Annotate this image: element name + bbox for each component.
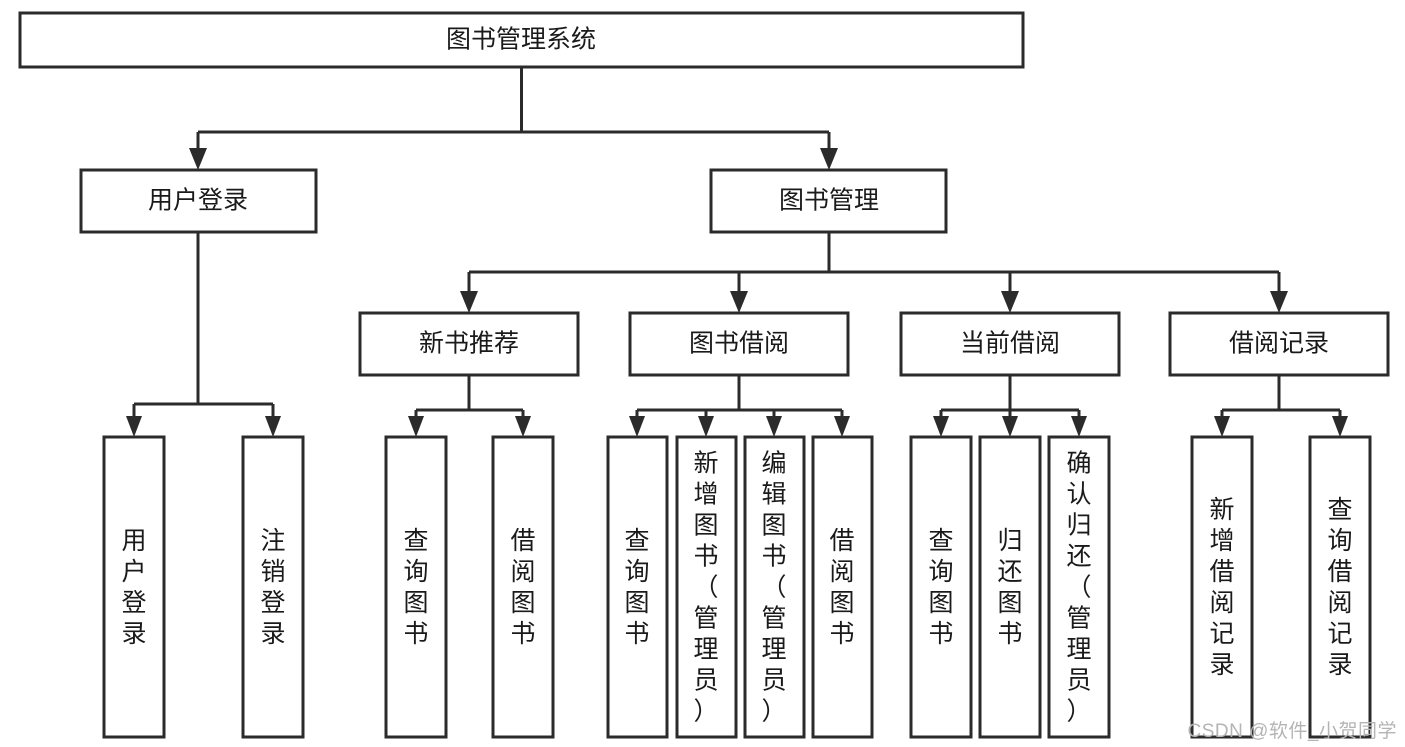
node-leaf12-box[interactable]	[1190, 435, 1254, 739]
node-records-box[interactable]	[1168, 311, 1390, 377]
node-leaf8-box[interactable]	[811, 435, 874, 739]
connector-login-bus	[132, 232, 275, 420]
node-login-box[interactable]	[79, 168, 318, 234]
arrow-borrow-to-leaf5	[629, 416, 645, 437]
arrow-bookmgmt-to-newbook	[460, 291, 478, 313]
node-leaf2-box[interactable]	[241, 435, 305, 739]
node-leaf4-box[interactable]	[491, 435, 555, 739]
arrow-newbook-to-leaf3	[408, 416, 424, 437]
arrow-borrow-to-leaf7	[766, 416, 782, 437]
arrow-records-to-leaf13	[1332, 416, 1348, 437]
node-leaf13[interactable]: 查询借阅记录	[1308, 435, 1372, 739]
connector-records-bus	[1220, 375, 1342, 420]
node-leaf5[interactable]: 查询图书	[606, 435, 669, 739]
connector-newbook-bus	[414, 375, 525, 420]
node-leaf6[interactable]: 新增图书（管理员）	[675, 435, 738, 739]
node-leaf12[interactable]: 新增借阅记录	[1190, 435, 1254, 739]
node-bookmgmt-label: 图书管理	[779, 187, 879, 215]
node-leaf5-label: 查询图书	[624, 527, 649, 648]
node-current-box[interactable]	[899, 311, 1121, 377]
node-leaf8[interactable]: 借阅图书	[811, 435, 874, 739]
node-leaf5-box[interactable]	[606, 435, 669, 739]
arrow-root-to-bookmgmt	[820, 148, 838, 170]
node-leaf9-label: 查询图书	[928, 527, 953, 648]
connector-bookmgmt-bus	[467, 232, 1281, 294]
node-leaf7-label: 编辑图书（管理员）	[761, 450, 786, 726]
node-leaf7-box[interactable]	[743, 435, 806, 739]
connector-borrow-bus	[635, 375, 844, 420]
node-root-label: 图书管理系统	[446, 26, 596, 54]
arrow-bookmgmt-to-current	[1001, 291, 1019, 313]
node-current[interactable]: 当前借阅	[899, 311, 1121, 377]
node-leaf13-label: 查询借阅记录	[1327, 496, 1352, 679]
node-newbook-box[interactable]	[358, 311, 580, 377]
node-leaf13-box[interactable]	[1308, 435, 1372, 739]
arrow-current-to-leaf11	[1071, 416, 1087, 437]
node-records[interactable]: 借阅记录	[1168, 311, 1390, 377]
node-leaf10[interactable]: 归还图书	[978, 435, 1042, 739]
node-newbook[interactable]: 新书推荐	[358, 311, 580, 377]
arrow-root-to-login	[189, 148, 207, 170]
node-leaf6-label: 新增图书（管理员）	[693, 450, 718, 726]
node-leaf1[interactable]: 用户登录	[102, 435, 166, 739]
arrow-login-to-leaf2	[265, 416, 281, 437]
connector-root-bus	[196, 67, 831, 152]
node-current-label: 当前借阅	[960, 330, 1060, 358]
arrow-newbook-to-leaf4	[515, 416, 531, 437]
node-leaf10-label: 归还图书	[997, 527, 1022, 648]
node-leaf9-box[interactable]	[909, 435, 973, 739]
node-records-label: 借阅记录	[1229, 330, 1329, 358]
node-leaf11-label: 确认归还（管理员）	[1066, 450, 1091, 726]
node-leaf4[interactable]: 借阅图书	[491, 435, 555, 739]
node-login-label: 用户登录	[148, 187, 248, 215]
node-login[interactable]: 用户登录	[79, 168, 318, 234]
node-leaf10-box[interactable]	[978, 435, 1042, 739]
node-root-box[interactable]	[18, 11, 1025, 69]
node-newbook-label: 新书推荐	[419, 330, 519, 358]
arrow-current-to-leaf9	[933, 416, 949, 437]
node-bookmgmt[interactable]: 图书管理	[709, 168, 948, 234]
node-leaf11-box[interactable]	[1047, 435, 1111, 739]
node-leaf2[interactable]: 注销登录	[241, 435, 305, 739]
node-leaf3[interactable]: 查询图书	[384, 435, 448, 739]
arrow-current-to-leaf10	[1002, 416, 1018, 437]
node-borrow[interactable]: 图书借阅	[628, 311, 850, 377]
node-bookmgmt-box[interactable]	[709, 168, 948, 234]
arrow-login-to-leaf1	[126, 416, 142, 437]
node-leaf3-label: 查询图书	[403, 527, 428, 648]
node-leaf3-box[interactable]	[384, 435, 448, 739]
connector-current-bus	[939, 375, 1081, 420]
node-leaf8-label: 借阅图书	[829, 527, 854, 648]
node-leaf7[interactable]: 编辑图书（管理员）	[743, 435, 806, 739]
node-leaf12-label: 新增借阅记录	[1209, 496, 1234, 679]
node-leaf4-label: 借阅图书	[510, 527, 535, 648]
arrow-records-to-leaf12	[1214, 416, 1230, 437]
arrow-bookmgmt-to-borrow	[730, 291, 748, 313]
node-root[interactable]: 图书管理系统	[18, 11, 1025, 69]
node-leaf9[interactable]: 查询图书	[909, 435, 973, 739]
arrow-bookmgmt-to-records	[1270, 291, 1288, 313]
node-leaf2-label: 注销登录	[260, 527, 285, 648]
leaf-nodes-layer: 用户登录 注销登录 查询图书 借阅图书 查询图书 新增图书（管理员） 编辑图书（…	[102, 435, 1372, 739]
arrow-borrow-to-leaf8	[834, 416, 850, 437]
node-leaf6-box[interactable]	[675, 435, 738, 739]
node-borrow-label: 图书借阅	[689, 330, 789, 358]
connector-layer	[126, 67, 1348, 437]
node-leaf1-box[interactable]	[102, 435, 166, 739]
node-leaf11[interactable]: 确认归还（管理员）	[1047, 435, 1111, 739]
arrow-borrow-to-leaf6	[698, 416, 714, 437]
node-leaf1-label: 用户登录	[121, 527, 146, 648]
node-borrow-box[interactable]	[628, 311, 850, 377]
